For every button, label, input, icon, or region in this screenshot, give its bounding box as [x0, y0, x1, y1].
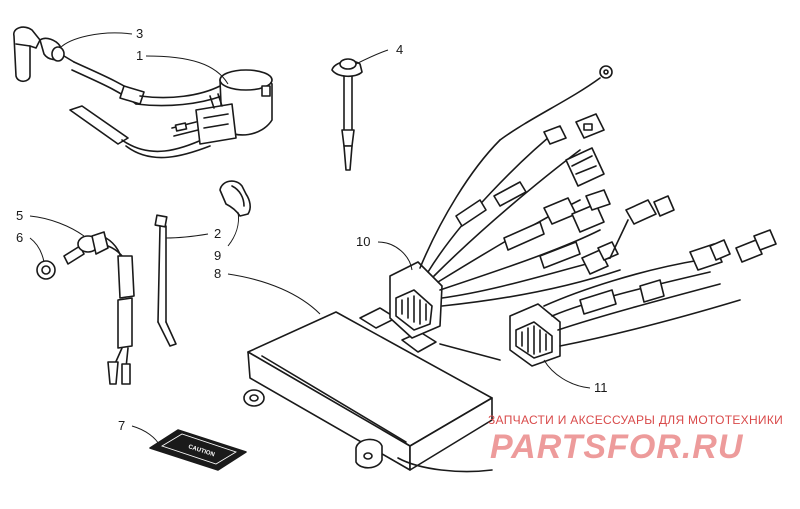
wiring-harness [389, 65, 675, 339]
callout-labels: 3 1 4 5 6 2 9 8 10 11 7 [16, 26, 608, 433]
spark-plug-cap [13, 26, 75, 83]
callout-7: 7 [118, 418, 125, 433]
sealing-washer [36, 260, 56, 280]
temperature-sensor [63, 231, 135, 385]
ignition-coil [69, 61, 273, 159]
watermark: ЗАПЧАСТИ И АКСЕССУАРЫ ДЛЯ МОТОТЕХНИКИ PA… [488, 413, 783, 466]
watermark-tagline: ЗАПЧАСТИ И АКСЕССУАРЫ ДЛЯ МОТОТЕХНИКИ [488, 413, 783, 427]
harness-clip [219, 180, 251, 217]
callout-8: 8 [214, 266, 221, 281]
cable-tie [154, 214, 177, 347]
callout-10: 10 [356, 234, 370, 249]
callout-6: 6 [16, 230, 23, 245]
callout-1: 1 [136, 48, 143, 63]
callout-2: 2 [214, 226, 221, 241]
sensor-4 [331, 58, 363, 171]
caution-decal: CAUTION [149, 429, 247, 471]
ecu-module [243, 307, 493, 473]
callout-9: 9 [214, 248, 221, 263]
callout-4: 4 [396, 42, 403, 57]
callout-5: 5 [16, 208, 23, 223]
callout-3: 3 [136, 26, 143, 41]
secondary-harness [439, 229, 777, 367]
callout-11: 11 [594, 380, 608, 395]
watermark-logo: PARTSFOR.RU [490, 428, 744, 466]
leader-lines [29, 32, 591, 447]
